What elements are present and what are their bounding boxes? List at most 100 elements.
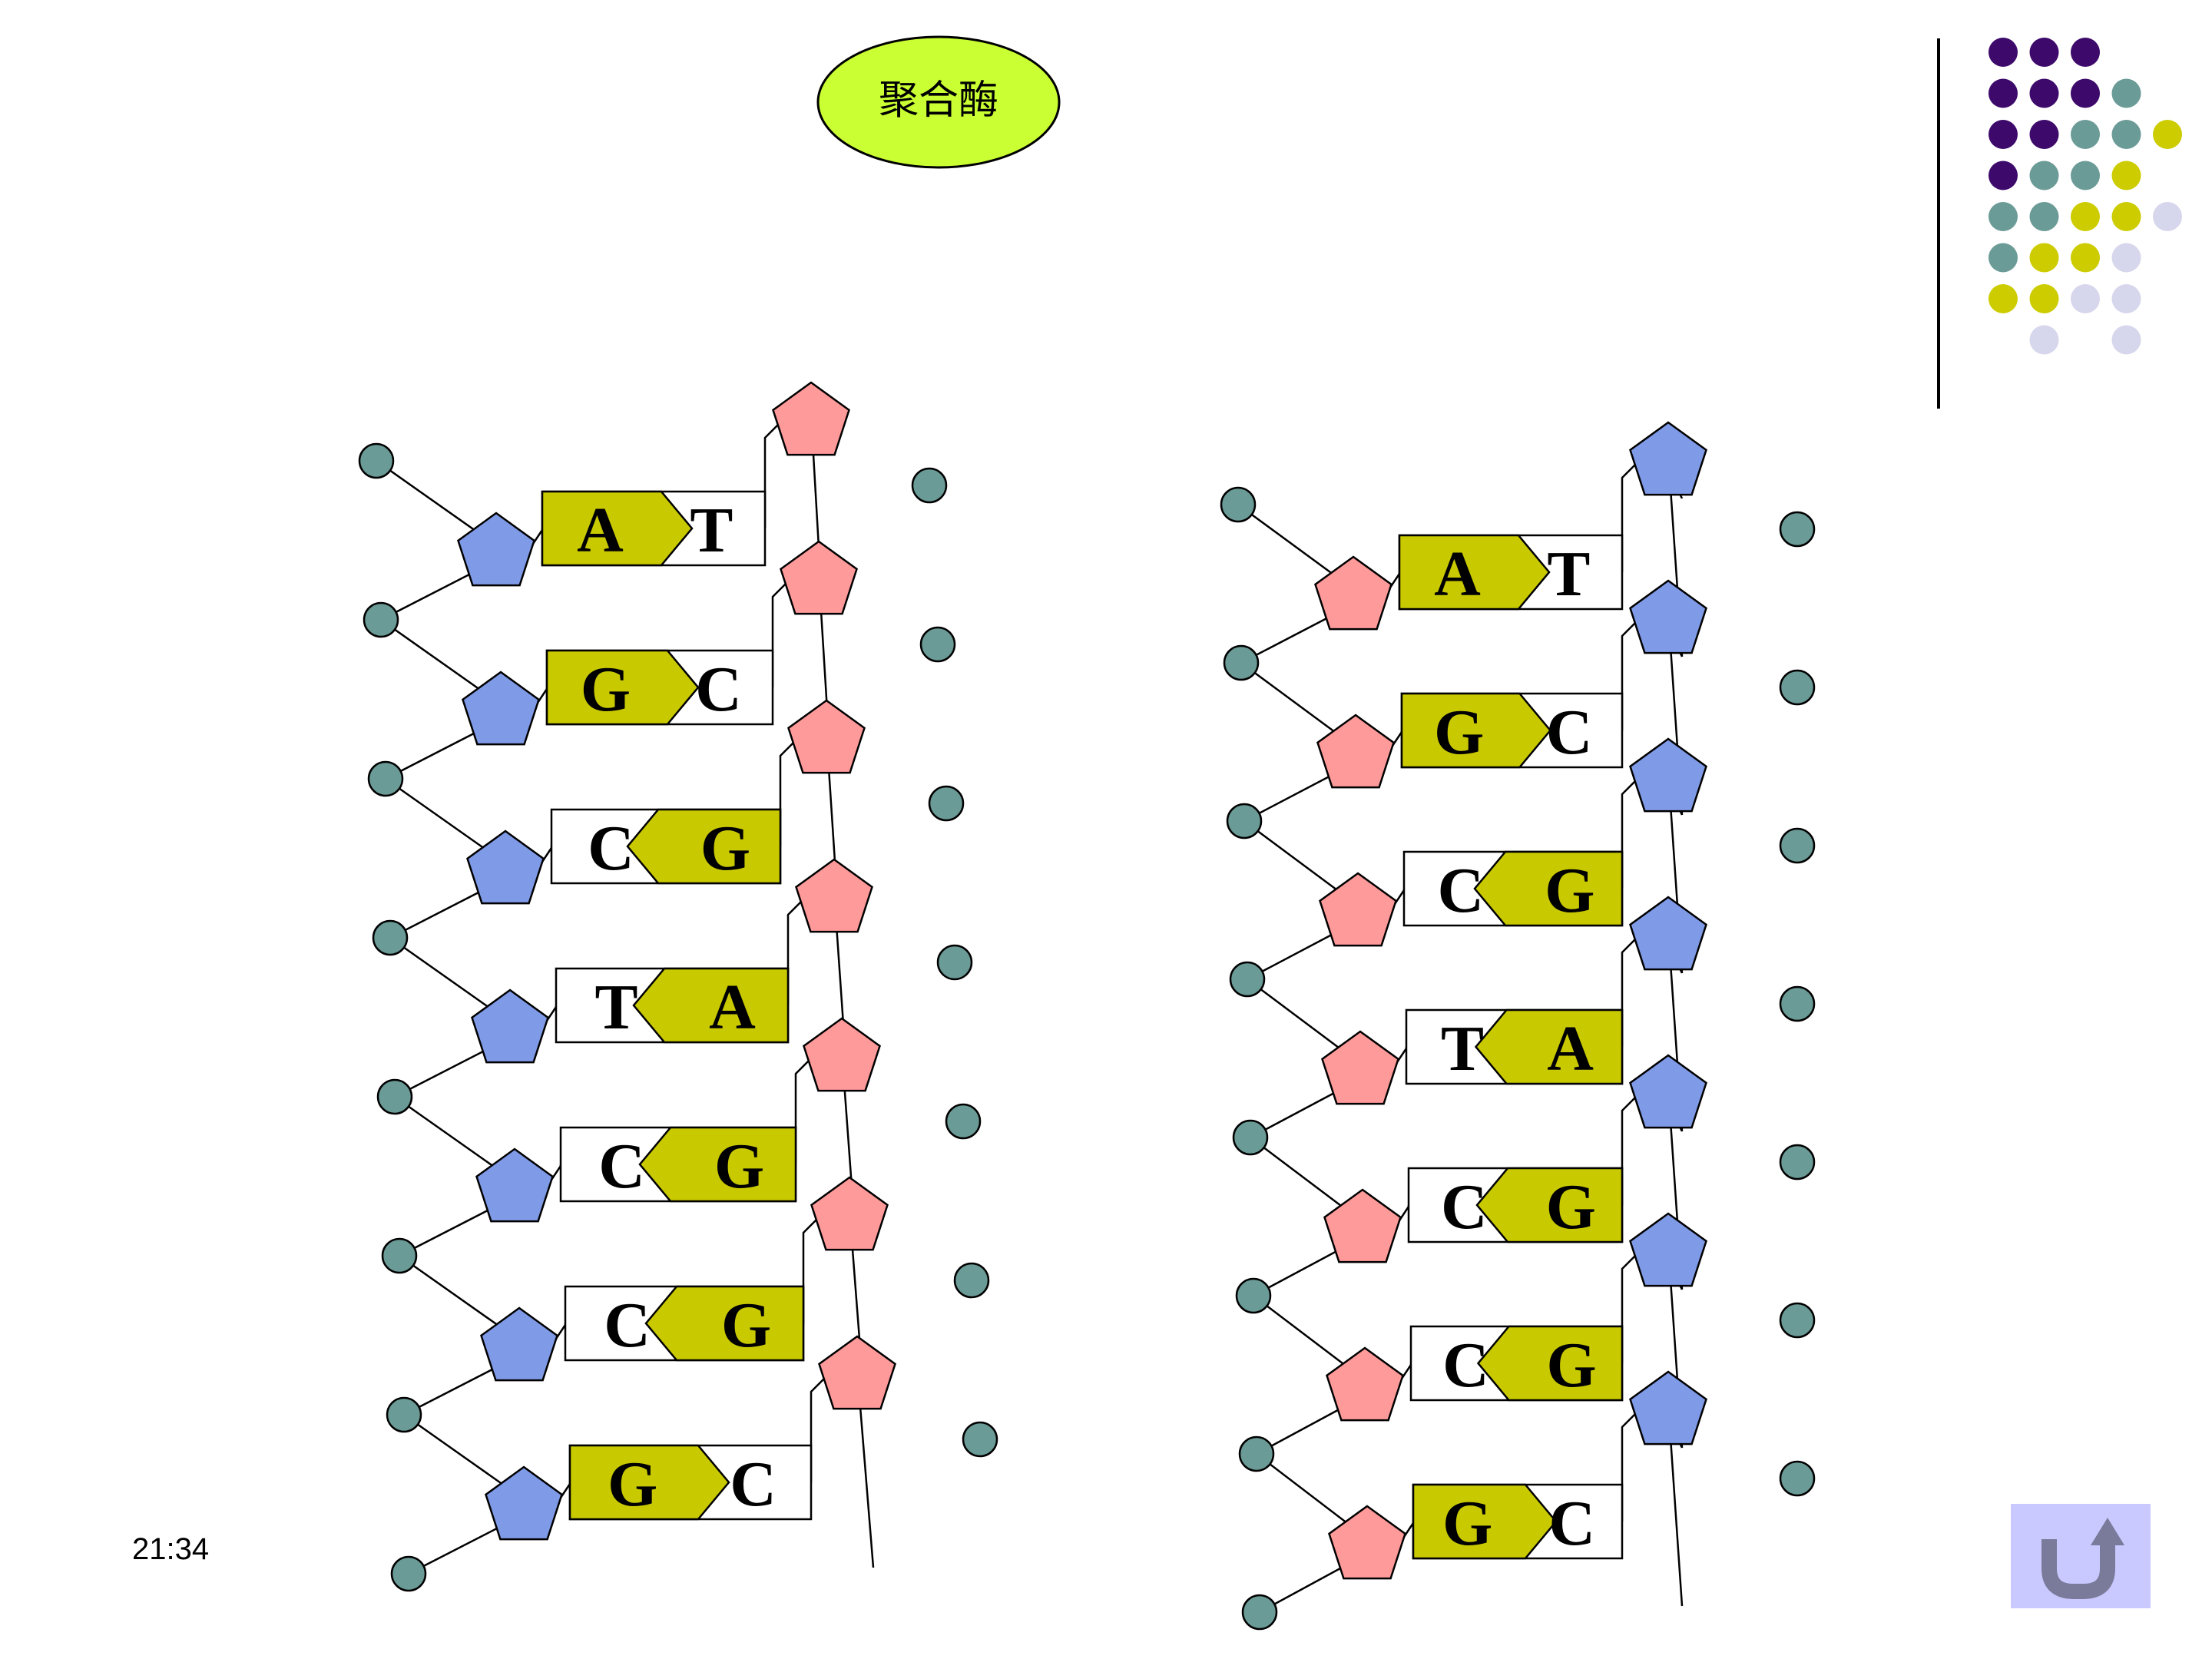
phosphate-group bbox=[1779, 669, 1816, 706]
sugar-pentagon bbox=[1328, 1505, 1406, 1580]
phosphate-group bbox=[1223, 644, 1260, 681]
decorative-dot-grid bbox=[1988, 38, 2182, 355]
deco-dot bbox=[2071, 78, 2100, 108]
slide-timestamp: 21:34 bbox=[132, 1532, 210, 1566]
deco-dot bbox=[2071, 202, 2100, 231]
deco-dot bbox=[1988, 202, 2018, 231]
phosphate-group bbox=[1779, 1460, 1816, 1497]
base-letter: G bbox=[1546, 1330, 1596, 1401]
sugar-pentagon bbox=[466, 830, 545, 905]
deco-dot bbox=[2029, 38, 2059, 67]
base-letter: C bbox=[1438, 855, 1485, 926]
sugar-pentagon bbox=[1316, 714, 1395, 789]
base-letter: C bbox=[604, 1290, 651, 1361]
deco-dot bbox=[2029, 78, 2059, 108]
base-letter: G bbox=[721, 1290, 771, 1361]
deco-dot bbox=[2029, 120, 2059, 149]
sugar-pentagon bbox=[471, 988, 549, 1064]
phosphate-group bbox=[1235, 1277, 1272, 1314]
sugar-pentagon bbox=[1629, 421, 1707, 496]
deco-dot bbox=[2029, 161, 2059, 190]
base-letter: G bbox=[1546, 1171, 1596, 1243]
phosphate-group bbox=[1779, 985, 1816, 1022]
base-letter: C bbox=[1546, 697, 1593, 768]
phosphate-group bbox=[911, 467, 948, 504]
sugar-pentagon bbox=[1629, 1054, 1707, 1129]
deco-dot bbox=[1988, 243, 2018, 273]
phosphate-group bbox=[953, 1262, 990, 1299]
base-letter: A bbox=[709, 972, 756, 1043]
return-arrow-icon bbox=[2041, 1518, 2124, 1599]
phosphate-group bbox=[1779, 1144, 1816, 1181]
deco-dot bbox=[2111, 202, 2141, 231]
deco-dot bbox=[2111, 120, 2141, 149]
sugar-pentagon bbox=[1323, 1188, 1402, 1263]
base-letter: A bbox=[1547, 1013, 1594, 1084]
base-letter: T bbox=[1547, 538, 1590, 610]
base-letter: G bbox=[581, 654, 631, 725]
deco-dot bbox=[2153, 202, 2182, 231]
sugar-pentagon bbox=[795, 858, 873, 933]
base-letter: A bbox=[1434, 538, 1481, 610]
sugar-pentagon bbox=[480, 1306, 558, 1382]
phosphate-group bbox=[1779, 511, 1816, 548]
deco-dot bbox=[1988, 38, 2018, 67]
deco-dot bbox=[2071, 284, 2100, 313]
phosphate-group bbox=[945, 1103, 982, 1140]
phosphate-group bbox=[358, 442, 395, 479]
back-button[interactable] bbox=[2011, 1504, 2151, 1608]
base-letter: C bbox=[588, 813, 634, 884]
deco-dot bbox=[2153, 120, 2182, 149]
enzyme-ellipse: 聚合酶 bbox=[816, 35, 1061, 169]
sugar-pentagon bbox=[1629, 737, 1707, 813]
phosphate-group bbox=[962, 1421, 998, 1458]
phosphate-group bbox=[1238, 1435, 1275, 1472]
sugar-pentagon bbox=[1321, 1030, 1399, 1105]
deco-dot bbox=[2029, 243, 2059, 273]
phosphate-group bbox=[936, 944, 973, 981]
phosphate-group bbox=[919, 626, 956, 663]
deco-dot bbox=[1988, 78, 2018, 108]
base-letter: G bbox=[714, 1131, 764, 1202]
phosphate-group bbox=[386, 1396, 422, 1433]
sugar-pentagon bbox=[818, 1335, 896, 1410]
base-letter: C bbox=[695, 654, 742, 725]
phosphate-group bbox=[1232, 1119, 1269, 1156]
phosphate-group bbox=[381, 1237, 418, 1274]
deco-dot bbox=[1988, 284, 2018, 313]
base-letter: G bbox=[608, 1449, 657, 1520]
enzyme-label: 聚合酶 bbox=[879, 79, 998, 123]
deco-dot bbox=[2029, 325, 2059, 355]
sugar-pentagon bbox=[457, 512, 535, 587]
phosphate-group bbox=[390, 1555, 427, 1592]
phosphate-group bbox=[928, 785, 965, 822]
base-letter: C bbox=[1548, 1488, 1595, 1559]
deco-dot bbox=[2071, 120, 2100, 149]
sugar-pentagon bbox=[787, 699, 866, 774]
sugar-pentagon bbox=[462, 671, 540, 746]
sugar-pentagon bbox=[1629, 579, 1707, 654]
sugar-pentagon bbox=[780, 540, 858, 615]
phosphate-group bbox=[1779, 1302, 1816, 1339]
sugar-pentagon bbox=[475, 1147, 554, 1223]
deco-dot bbox=[1988, 120, 2018, 149]
deco-dot bbox=[2111, 78, 2141, 108]
base-letter: C bbox=[598, 1131, 645, 1202]
phosphate-group bbox=[1241, 1594, 1278, 1631]
phosphate-group bbox=[367, 760, 404, 797]
phosphate-group bbox=[1229, 961, 1266, 998]
